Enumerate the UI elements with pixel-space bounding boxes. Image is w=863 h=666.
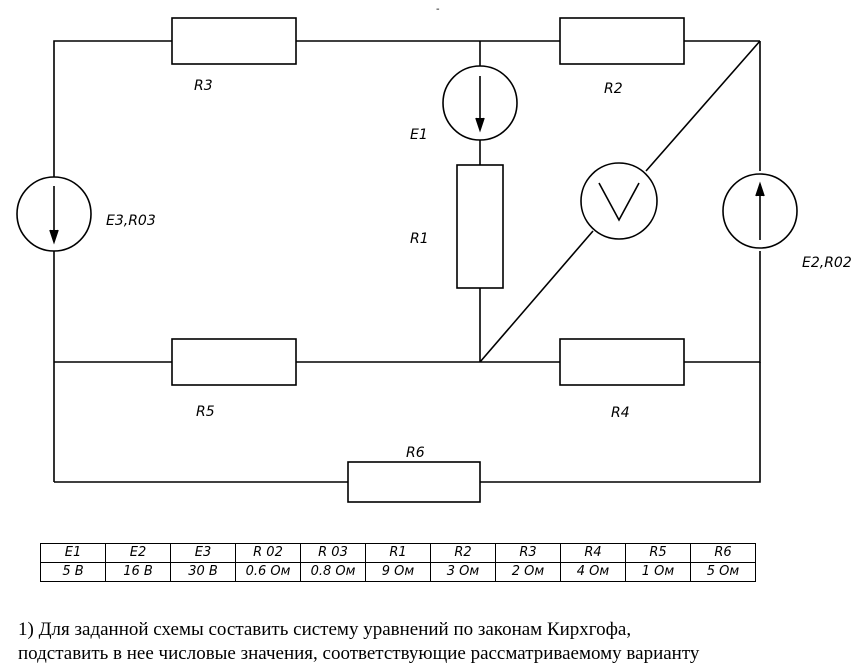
header-cell: E2 — [105, 543, 171, 563]
params-value-row: 5 В 16 В 30 В 0.6 Ом 0.8 Ом 9 Ом 3 Ом 2 … — [40, 562, 756, 582]
value-cell: 2 Ом — [495, 562, 561, 582]
header-cell: E3 — [170, 543, 236, 563]
value-cell: 0.8 Ом — [300, 562, 366, 582]
resistor-r2 — [559, 17, 685, 65]
value-cell: 5 Ом — [690, 562, 756, 582]
label-r5: R5 — [196, 404, 215, 420]
value-cell: 4 Ом — [560, 562, 626, 582]
label-e1: E1 — [410, 127, 428, 143]
source-e3 — [16, 176, 92, 252]
value-cell: 9 Ом — [365, 562, 431, 582]
label-r1: R1 — [410, 231, 429, 247]
source-e2 — [722, 173, 798, 249]
label-e2-r02: E2,R02 — [802, 255, 852, 271]
top-mark: - — [436, 4, 440, 15]
label-r2: R2 — [604, 81, 623, 97]
value-cell: 1 Ом — [625, 562, 691, 582]
value-cell: 0.6 Ом — [235, 562, 301, 582]
resistor-r3 — [171, 17, 297, 65]
wire-diag-upper — [645, 40, 761, 172]
header-cell: R3 — [495, 543, 561, 563]
header-cell: R5 — [625, 543, 691, 563]
task-line-1: 1) Для заданной схемы составить систему … — [18, 619, 632, 640]
task-text: 1) Для заданной схемы составить систему … — [18, 618, 848, 666]
voltmeter-icon — [580, 162, 658, 240]
wire-bottom-right — [480, 362, 761, 483]
wire-diag-lower — [479, 230, 594, 363]
label-r3: R3 — [194, 78, 213, 94]
wire-right-lower — [684, 251, 761, 363]
task-line-2: подставить в нее числовые значения, соот… — [18, 643, 700, 664]
value-cell: 30 В — [170, 562, 236, 582]
header-cell: E1 — [40, 543, 106, 563]
resistor-r6 — [347, 461, 481, 503]
params-header-row: E1 E2 E3 R 02 R 03 R1 R2 R3 R4 R5 R6 — [40, 543, 756, 563]
header-cell: R1 — [365, 543, 431, 563]
label-r6: R6 — [406, 445, 425, 461]
resistor-r5 — [171, 338, 297, 386]
header-cell: R 03 — [300, 543, 366, 563]
wires — [53, 40, 761, 483]
header-cell: R4 — [560, 543, 626, 563]
source-e1 — [442, 65, 518, 141]
header-cell: R2 — [430, 543, 496, 563]
header-cell: R 02 — [235, 543, 301, 563]
value-cell: 3 Ом — [430, 562, 496, 582]
value-cell: 16 В — [105, 562, 171, 582]
label-e3-r03: E3,R03 — [106, 213, 156, 229]
wire-top-left — [53, 40, 172, 191]
circuit-diagram: - R3 R2 E1 R1 E3,R03 E2,R02 R5 R4 R6 — [16, 4, 852, 503]
header-cell: R6 — [690, 543, 756, 563]
value-cell: 5 В — [40, 562, 106, 582]
resistor-r4 — [559, 338, 685, 386]
parameters-table: E1 E2 E3 R 02 R 03 R1 R2 R3 R4 R5 R6 5 В… — [40, 543, 756, 582]
resistor-r1 — [456, 164, 504, 289]
label-r4: R4 — [611, 405, 630, 421]
